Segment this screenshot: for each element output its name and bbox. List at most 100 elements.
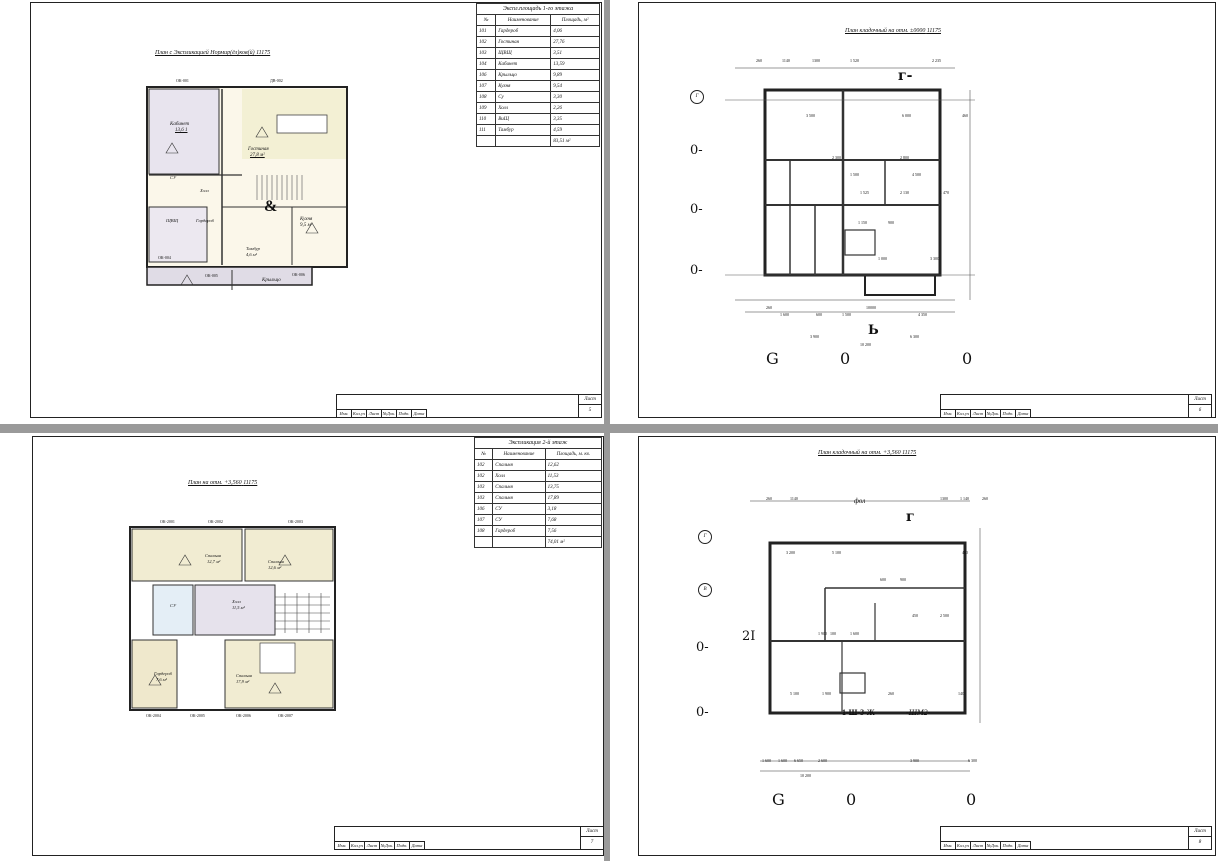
dimension-label: 900 xyxy=(888,220,894,225)
dimension-label: 3 500 xyxy=(806,113,815,118)
stamp-cell: Кол.уч xyxy=(350,841,365,849)
room-area: 11,5 м² xyxy=(232,605,245,610)
dimension-label: 1 470 xyxy=(940,190,949,195)
door-label: ОК-2004 xyxy=(146,713,161,718)
table-cell: Кухня xyxy=(495,80,552,92)
dimension-label: 10 200 xyxy=(860,342,871,347)
room-area: 17,9 м² xyxy=(236,679,250,684)
title-block: Изм. Кол.уч Лист №Док. Подп. Дата Лист 5 xyxy=(336,394,602,418)
sheet-label: Лист xyxy=(579,395,601,405)
table-cell: 4,59 xyxy=(550,124,600,136)
table-row: 83,51 м² xyxy=(475,135,600,147)
col-header: Площадь, м. кв. xyxy=(544,448,603,460)
sheet-number: 8 xyxy=(1198,840,1202,845)
bottom-text: -ШМ2- xyxy=(906,708,931,717)
door-label: ОК-2002 xyxy=(208,519,223,524)
room-area: 27,8 м² xyxy=(250,153,265,158)
sheet-title: План кладочный на отм. ±0000 11175 xyxy=(845,28,941,34)
dimension-label: 1 000 xyxy=(878,256,887,261)
dimension-label: 260 xyxy=(982,496,988,501)
sheet-number-box: Лист 7 xyxy=(580,827,603,849)
room-label: Гардероб xyxy=(154,671,172,676)
door-label: ДВ-002 xyxy=(270,78,283,83)
table-cell: ВиЩ xyxy=(495,113,552,125)
dimension-label: 3 900 xyxy=(910,758,919,763)
dimension-label: 6 000 xyxy=(902,113,911,118)
table-cell: СУ xyxy=(492,503,546,515)
table-cell: Холл xyxy=(492,470,546,482)
bottom-mark-0: 0 xyxy=(840,349,851,368)
stamp-cell: Кол.уч xyxy=(956,841,971,849)
room-area: 9,5 м² xyxy=(300,223,313,228)
table-cell: 103 xyxy=(473,492,494,504)
door-label: ОК-005 xyxy=(205,273,218,278)
room-area: 7,6 м² xyxy=(156,677,167,682)
table-cell: Холл xyxy=(495,102,552,114)
dimension-label: 260 xyxy=(756,58,762,63)
stamp-cell: Дата xyxy=(1016,841,1031,849)
room-label: СУ xyxy=(170,175,176,180)
door-label: ОК-2007 xyxy=(278,713,293,718)
table-cell: 108 xyxy=(473,525,494,537)
dimension-label: 1 500 xyxy=(850,172,859,177)
stamp-cell: №Док. xyxy=(986,841,1001,849)
axis-mark-left: 0- xyxy=(690,202,703,217)
floor2-drawing xyxy=(129,526,336,711)
dimension-label: 6 650 xyxy=(794,758,803,763)
sheet-number-box: Лист 5 xyxy=(578,395,601,417)
stamp-cell: Подп. xyxy=(1001,841,1016,849)
table-cell: 12,62 xyxy=(544,459,603,471)
room-area: 12,6 м² xyxy=(268,565,282,570)
dimension-label: 900 xyxy=(900,577,906,582)
table-cell: 13,59 xyxy=(550,58,600,70)
sheet-number: 6 xyxy=(1198,408,1202,413)
dimension-label: 6 300 xyxy=(968,758,977,763)
axis-mark-g: г xyxy=(906,509,915,525)
table-cell: Гардероб xyxy=(492,525,546,537)
dimension-label: 1300 xyxy=(812,58,820,63)
sheet-label: Лист xyxy=(1189,395,1211,405)
dimension-label: 1 500 xyxy=(842,312,851,317)
dimension-label: 6 300 xyxy=(910,334,919,339)
bottom-mark-0: 0 xyxy=(966,790,977,809)
dimension-label: 260 xyxy=(766,496,772,501)
dimension-label: 1140 xyxy=(790,496,798,501)
door-label: ОК-2006 xyxy=(236,713,251,718)
table-cell: 102 xyxy=(473,470,494,482)
dimension-label: 260 xyxy=(888,691,894,696)
floor1-drawing xyxy=(146,86,348,290)
explication-caption: Экспл.площадь 1-го этажа xyxy=(476,3,600,14)
title-block: Изм. Кол.уч Лист №Док. Подп. Дата Лист 6 xyxy=(940,394,1212,418)
axis-mark-left: 0- xyxy=(696,705,709,720)
table-cell: 109 xyxy=(475,102,497,114)
door-label: ОК-2001 xyxy=(160,519,175,524)
table-cell: 4,06 xyxy=(550,25,600,37)
table-cell xyxy=(473,536,494,548)
dimension-label: 1 525 xyxy=(860,190,869,195)
dimension-label: 260 xyxy=(766,305,772,310)
dimension-label: 1 600 xyxy=(780,312,789,317)
axis-mark-left: 0- xyxy=(696,640,709,655)
stamp-cell: Дата xyxy=(410,841,425,849)
table-cell: ЩВЩ xyxy=(495,47,552,59)
table-cell: 104 xyxy=(475,58,497,70)
table-cell xyxy=(492,536,546,548)
dimension-label: 2 235 xyxy=(932,58,941,63)
title-block-cells: Изм. Кол.уч Лист №Док. Подп. Дата xyxy=(941,841,1031,849)
dimension-label: 100 xyxy=(830,631,836,636)
table-cell xyxy=(495,135,552,147)
sheet-masonry-plan-3560: План кладочный на отм. +3,560 11175 Г В … xyxy=(610,433,1218,861)
col-header: Наименование xyxy=(492,448,546,460)
stamp-cell: Лист xyxy=(971,841,986,849)
